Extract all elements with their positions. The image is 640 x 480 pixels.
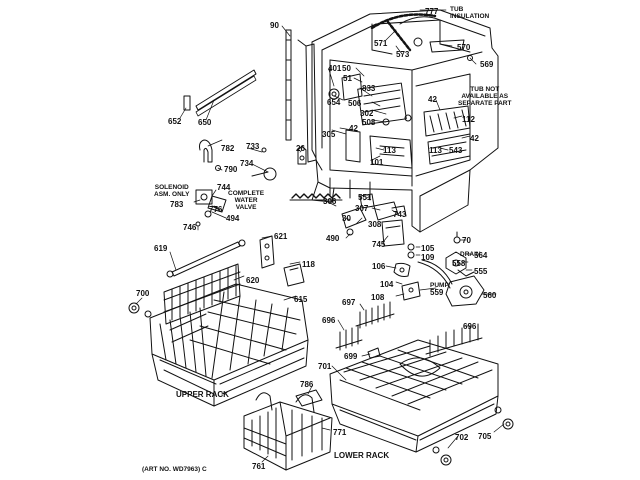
water-valve-drawing [195,189,227,227]
upper-rack-drawing [149,283,309,407]
part-number-label: 109 [421,253,435,262]
part-number-label: 555 [474,267,488,276]
part-number-label: 652 [168,117,182,126]
caption-upper-rack: UPPER RACK [176,390,229,399]
part-number-label: 42 [349,124,358,133]
part-number-label: 113 [383,146,396,155]
rails-drawing [183,29,343,201]
part-number-label: 564 [474,251,488,260]
part-number-label: 650 [198,118,212,127]
note-tub-insulation: TUB INSULATION [450,6,490,20]
part-number-label: 790 [224,165,238,174]
part-number-label: 697 [342,298,356,307]
part-number-label: 551 [358,193,372,202]
note-pump: PUMP [430,282,449,289]
part-number-label: 701 [318,362,332,371]
part-number-label: 743 [393,210,407,219]
part-number-label: 573 [396,50,410,59]
part-number-label: 105 [421,244,435,253]
part-number-label: 777 [425,7,439,16]
part-number-label: 50 [342,64,351,73]
lower-rack-drawing [329,301,514,466]
part-number-label: 744 [217,183,231,192]
part-number-label: 490 [326,234,340,243]
note-tub-not-available: TUB NOT AVAILABLE AS SEPARATE PART [458,86,512,107]
part-number-label: 506 [348,99,362,108]
part-number-label: 307 [355,204,369,213]
part-number-label: 734 [240,159,254,168]
part-number-label: 401 [328,64,342,73]
part-number-label: 113 [429,146,442,155]
part-number-label: 771 [333,428,347,437]
part-number-label: 106 [372,262,386,271]
part-number-label: 782 [221,144,235,153]
part-number-label: 543 [449,146,463,155]
part-number-label: 494 [226,214,240,223]
part-number-label: 112 [462,115,475,124]
note-complete-water-valve: COMPLETE WATER VALVE [228,190,265,211]
control-module-drawing [328,37,473,169]
part-number-label: 696 [322,316,336,325]
part-number-label: 786 [300,380,314,389]
part-number-label: 745 [372,240,386,249]
part-number-label: 570 [457,43,471,52]
part-number-label: 306 [323,197,337,206]
part-number-label: 558 [452,259,466,268]
part-number-label: 702 [455,433,469,442]
part-number-label: 783 [170,200,184,209]
part-number-label: 761 [252,462,266,471]
part-number-label: 700 [136,289,150,298]
caption-lower-rack: LOWER RACK [334,451,390,460]
part-number-label: 615 [294,295,308,304]
part-number-label: 559 [430,288,444,297]
part-number-label: 42 [428,95,437,104]
part-number-label: 746 [183,223,197,232]
part-number-label: 42 [470,134,479,143]
part-number-label: 619 [154,244,168,253]
part-number-label: 26 [296,144,305,153]
part-number-label: 90 [270,21,279,30]
part-number-label: 776 [209,205,223,214]
part-number-label: 833 [362,84,376,93]
part-number-label: 101 [370,158,384,167]
part-number-label: 705 [478,432,492,441]
part-number-label: 104 [380,280,394,289]
leader-lines [135,9,505,463]
note-solenoid-asm: SOLENOID ASM. ONLY [154,184,190,198]
part-number-label: 560 [483,291,497,300]
part-number-label: 699 [344,352,358,361]
part-number-label: 308 [368,220,382,229]
part-number-label: 571 [374,39,388,48]
part-number-label: 118 [302,260,315,269]
part-number-label: 70 [462,236,471,245]
part-number-label: 302 [360,109,374,118]
part-number-label: 30 [342,214,351,223]
part-number-label: 696 [463,322,477,331]
pump-assembly-drawing [341,193,485,307]
part-number-label: 51 [343,74,352,83]
part-number-label: 621 [274,232,288,241]
part-number-label: 620 [246,276,260,285]
part-number-label: 654 [327,98,341,107]
part-number-label: 305 [322,130,336,139]
note-drain: DRAIN [460,251,481,258]
part-number-label: 508 [362,118,376,127]
part-number-label: 733 [246,142,260,151]
part-number-label: 108 [371,293,385,302]
silverware-basket-drawing [243,389,333,471]
part-number-label: 569 [480,60,494,69]
art-number: (ART NO. WD7963) C [142,466,207,473]
